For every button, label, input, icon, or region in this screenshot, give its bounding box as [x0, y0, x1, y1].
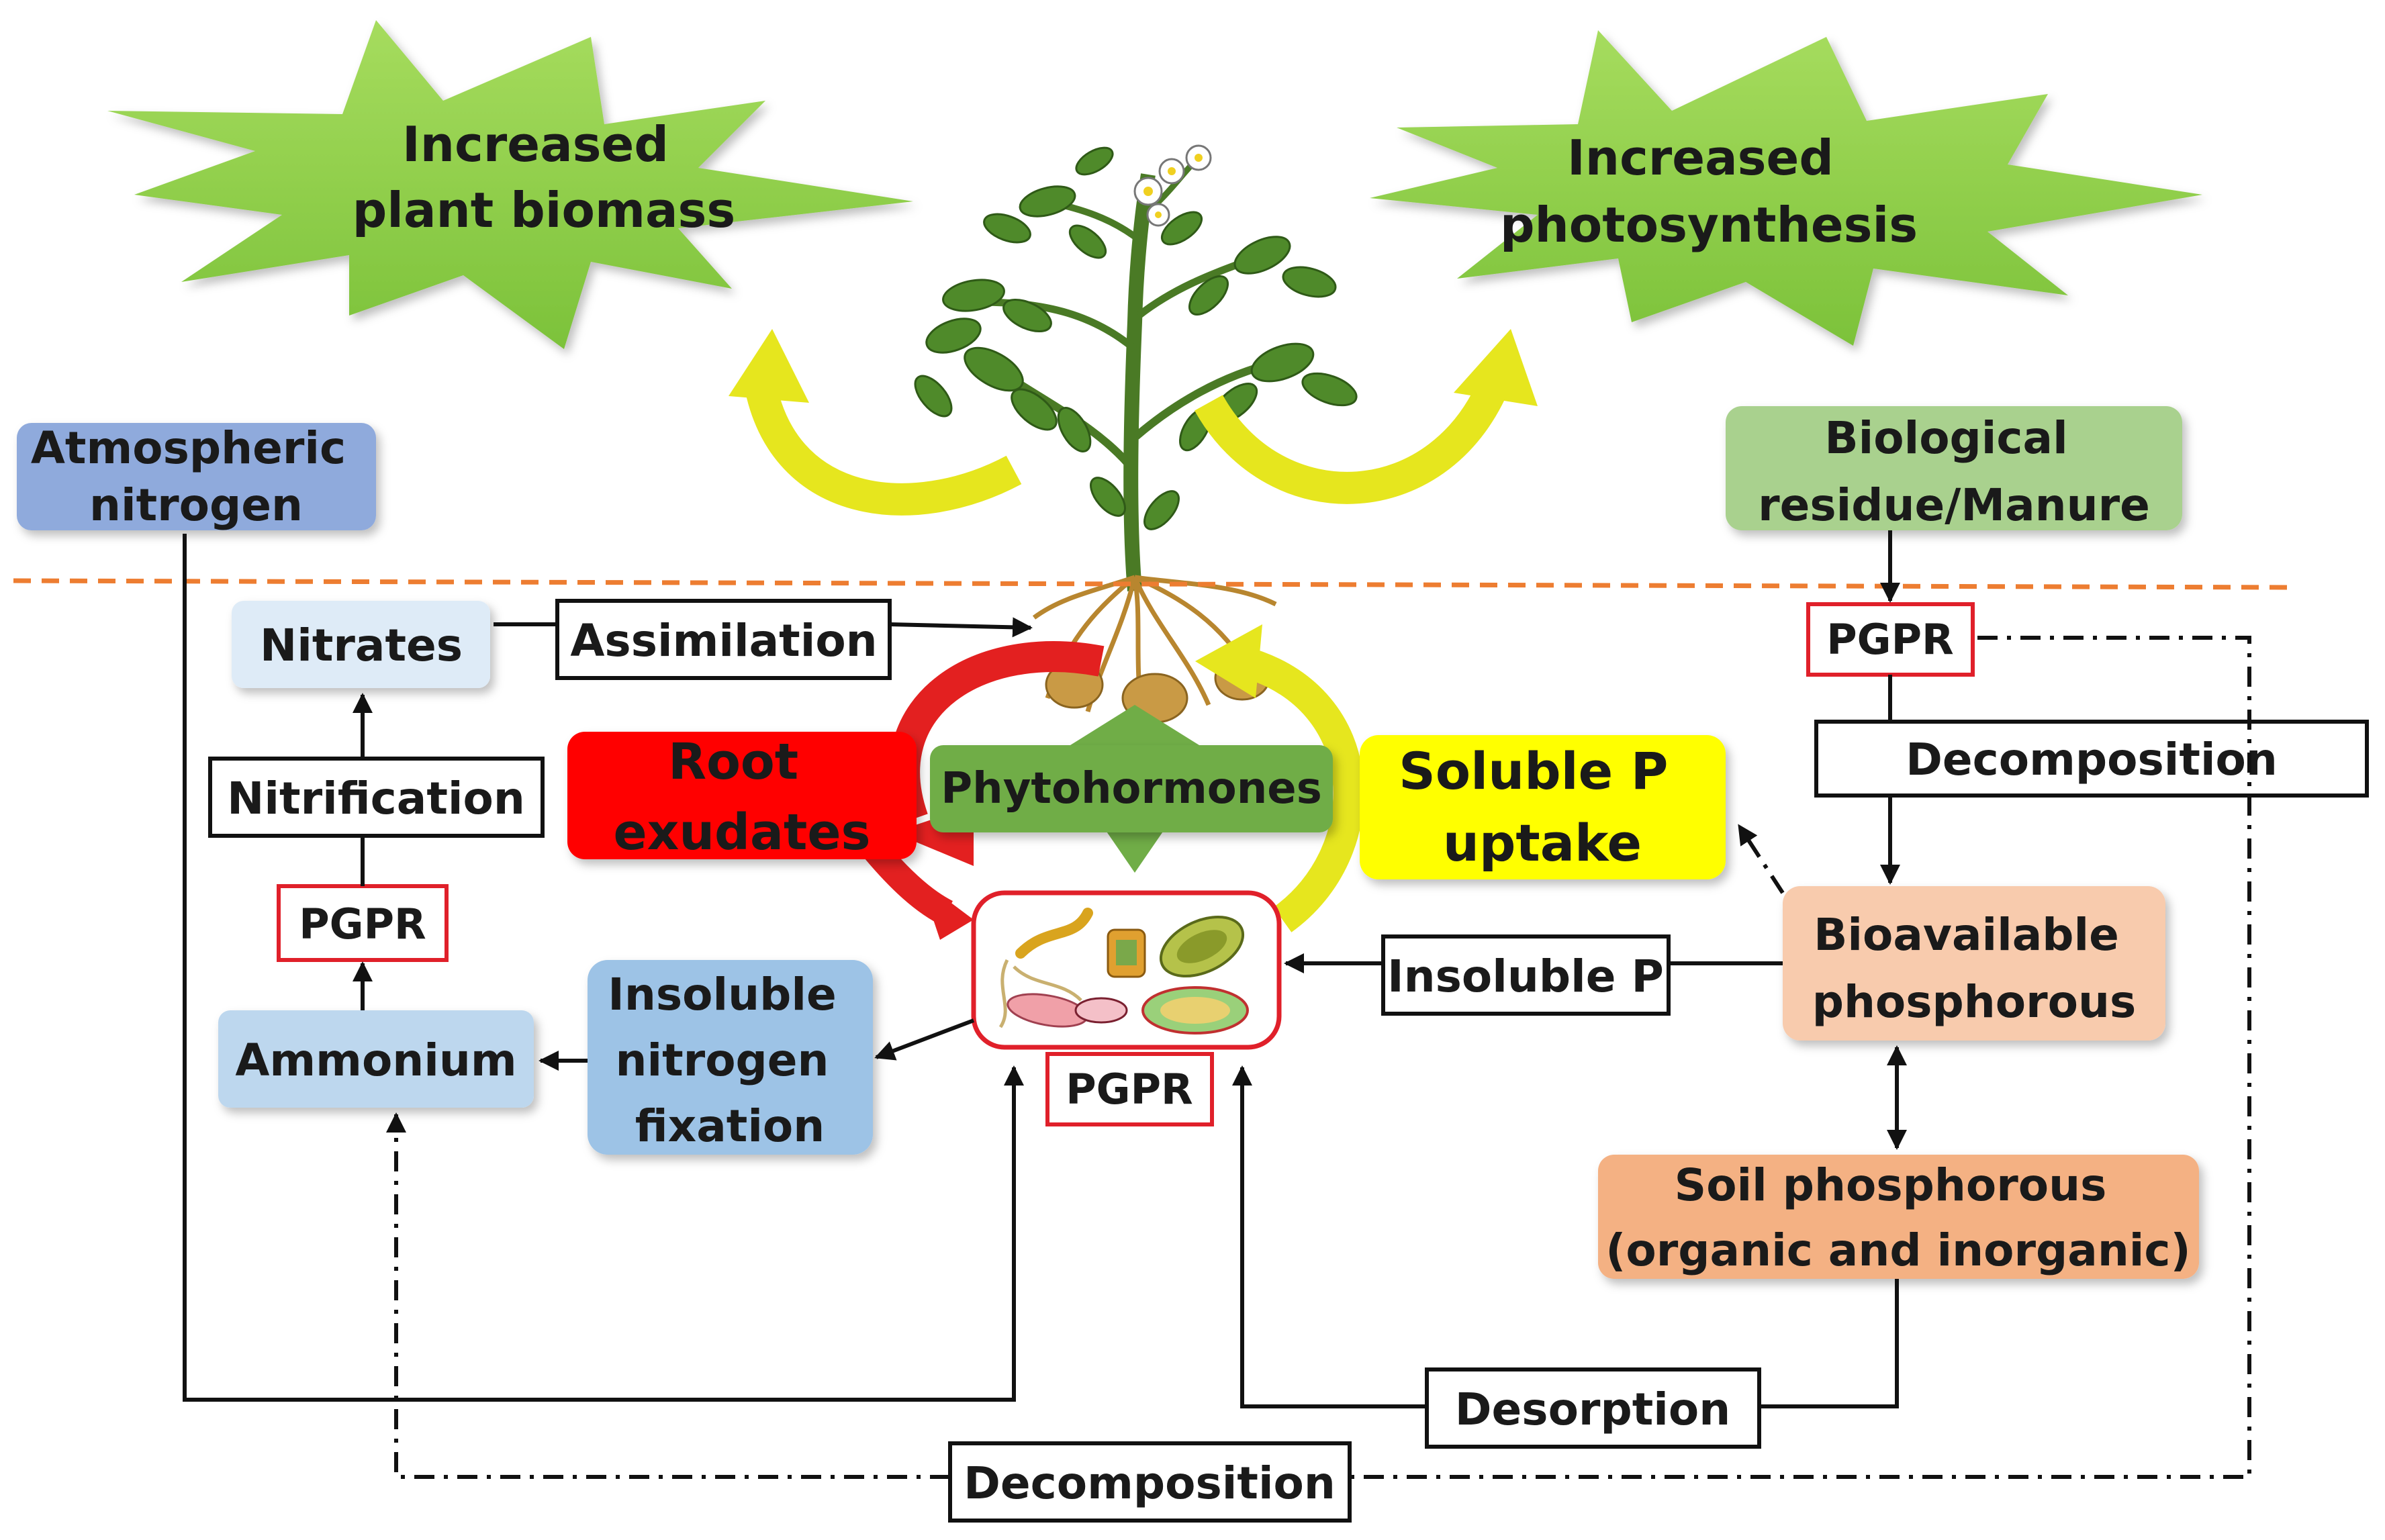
desorption-label: Desorption [1455, 1384, 1730, 1435]
soil-phosphorous-label: Soil phosphorous (organic and inorganic) [1605, 1159, 2190, 1276]
biological-residue-label: Biological residue/Manure [1758, 412, 2150, 531]
insoluble-p-label: Insoluble P [1387, 951, 1664, 1002]
pgpr-center-box [1045, 1052, 1214, 1126]
pgpr-phosphorus-box [1806, 602, 1975, 677]
insoluble-nitrogen-fixation-box [588, 960, 873, 1155]
soil-surface-line [13, 578, 2297, 590]
yellow-arrow-to-photosynthesis [1195, 370, 1513, 504]
nitrification-box [208, 757, 545, 838]
pgpr-center-label: PGPR [1066, 1065, 1193, 1114]
burst-photosynthesis-label: Increased photosynthesis [1500, 130, 1918, 253]
yellow-arrowhead-left [729, 329, 809, 403]
yellow-arrowhead-root [1195, 624, 1262, 698]
soil-phosphorous-box [1598, 1155, 2199, 1279]
nitrification-label: Nitrification [227, 773, 525, 824]
assimilation-label: Assimilation [570, 615, 877, 667]
atmospheric-nitrogen-label: Atmospheric nitrogen [31, 422, 361, 531]
root-exudates-box [567, 732, 917, 859]
yellow-arrowhead-right [1454, 329, 1538, 406]
nitrates-box [232, 601, 490, 688]
soluble-p-uptake-box [1360, 735, 1726, 879]
connectors [183, 530, 1907, 1408]
ammonium-label: Ammonium [235, 1034, 516, 1086]
decomposition-top-box [1814, 720, 2369, 798]
insoluble-nitrogen-fixation-label: Insoluble nitrogen fixation [608, 969, 851, 1152]
soluble-p-arc [1237, 646, 1364, 932]
decomposition-bottom-box [948, 1441, 1352, 1523]
insoluble-p-box [1381, 934, 1671, 1016]
pgpr-nitrogen-label: PGPR [299, 900, 426, 949]
pgpr-nitrogen-box [277, 884, 449, 962]
burst-plant-biomass [107, 20, 913, 349]
dashdot-connectors [386, 636, 2251, 1479]
pgpr-phosphorus-label: PGPR [1826, 615, 1954, 664]
burst-plant-biomass-label: Increased plant biomass [353, 116, 736, 238]
soluble-p-uptake-label: Soluble P uptake [1399, 741, 1686, 873]
nitrates-label: Nitrates [260, 620, 463, 671]
burst-increased-photosynthesis [1370, 30, 2202, 346]
atmospheric-nitrogen-box [17, 423, 376, 530]
assimilation-box [555, 599, 892, 680]
ammonium-box [218, 1010, 534, 1108]
yellow-arrow-to-biomass [743, 373, 1022, 516]
phytohormones-label: Phytohormones [941, 764, 1322, 814]
decomposition-bottom-label: Decomposition [964, 1457, 1336, 1509]
decomposition-top-label: Decomposition [1906, 734, 2278, 785]
red-arrowhead-pgpr [920, 879, 974, 940]
biological-residue-box [1726, 406, 2182, 530]
plant-illustration [914, 144, 1358, 724]
bioavailable-phosphorous-label: Bioavailable phosphorous [1812, 909, 2137, 1028]
root-exudates-label: Root exudates [613, 733, 870, 861]
phytohormones-box [930, 745, 1333, 832]
microbes-illustration [998, 908, 1249, 1034]
bioavailable-phosphorous-box [1783, 886, 2165, 1041]
